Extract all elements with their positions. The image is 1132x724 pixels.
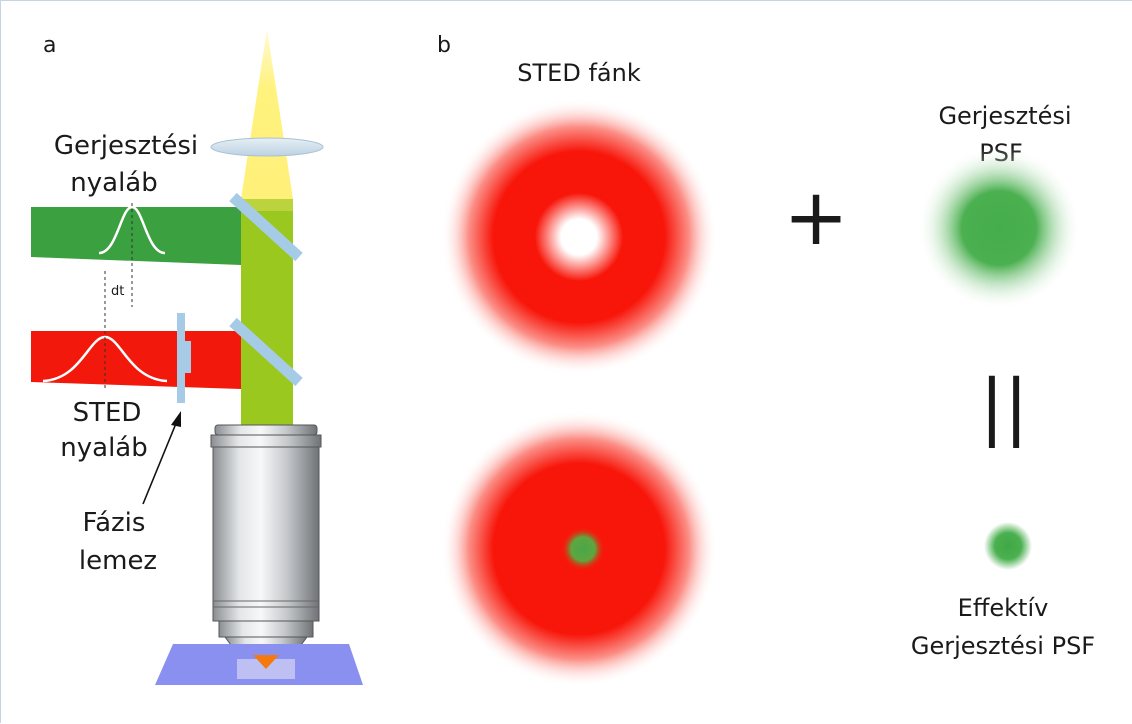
phase-plate-label-2: lemez [79, 546, 157, 576]
excitation-psf-label-1: Gerjesztési [938, 102, 1071, 130]
dichroic-mirror-lower [229, 317, 303, 387]
focal-spot [253, 655, 279, 669]
phase-plate-label-1: Fázis [83, 508, 146, 538]
excitation-psf-spot [917, 146, 1081, 310]
phase-plate-step [185, 341, 191, 373]
effective-psf-label-2: Gerjesztési PSF [911, 632, 1095, 660]
effective-psf-spot [984, 522, 1032, 570]
panel-b-label: b [437, 33, 451, 58]
excitation-beam-label-1: Gerjesztési [54, 131, 198, 161]
phase-plate [177, 313, 185, 403]
dichroic-mirror-upper [229, 192, 303, 262]
equals-sign: || [980, 364, 1029, 449]
sted-beam [31, 331, 241, 389]
effective-psf-in-donut [561, 527, 605, 571]
excitation-beam-label-2: nyaláb [70, 168, 157, 198]
objective-lens [210, 424, 322, 654]
beam-overlap [241, 199, 293, 211]
plus-sign: + [783, 173, 848, 263]
detection-beam-cone [241, 29, 293, 199]
panel-a-label: a [43, 33, 56, 58]
excitation-pulse-curve [98, 205, 166, 255]
sted-donut-title: STED fánk [517, 59, 641, 87]
delay-label: dt [111, 284, 124, 299]
effective-psf-label-1: Effektív [958, 594, 1049, 622]
tube-lens [210, 137, 324, 157]
excitation-beam [31, 207, 241, 265]
sted-beam-label-2: nyaláb [60, 433, 147, 463]
phase-plate-arrowhead [171, 411, 181, 427]
phase-plate-arrow [142, 420, 178, 505]
sted-beam-label-1: STED [73, 398, 142, 428]
sted-donut [441, 99, 717, 375]
